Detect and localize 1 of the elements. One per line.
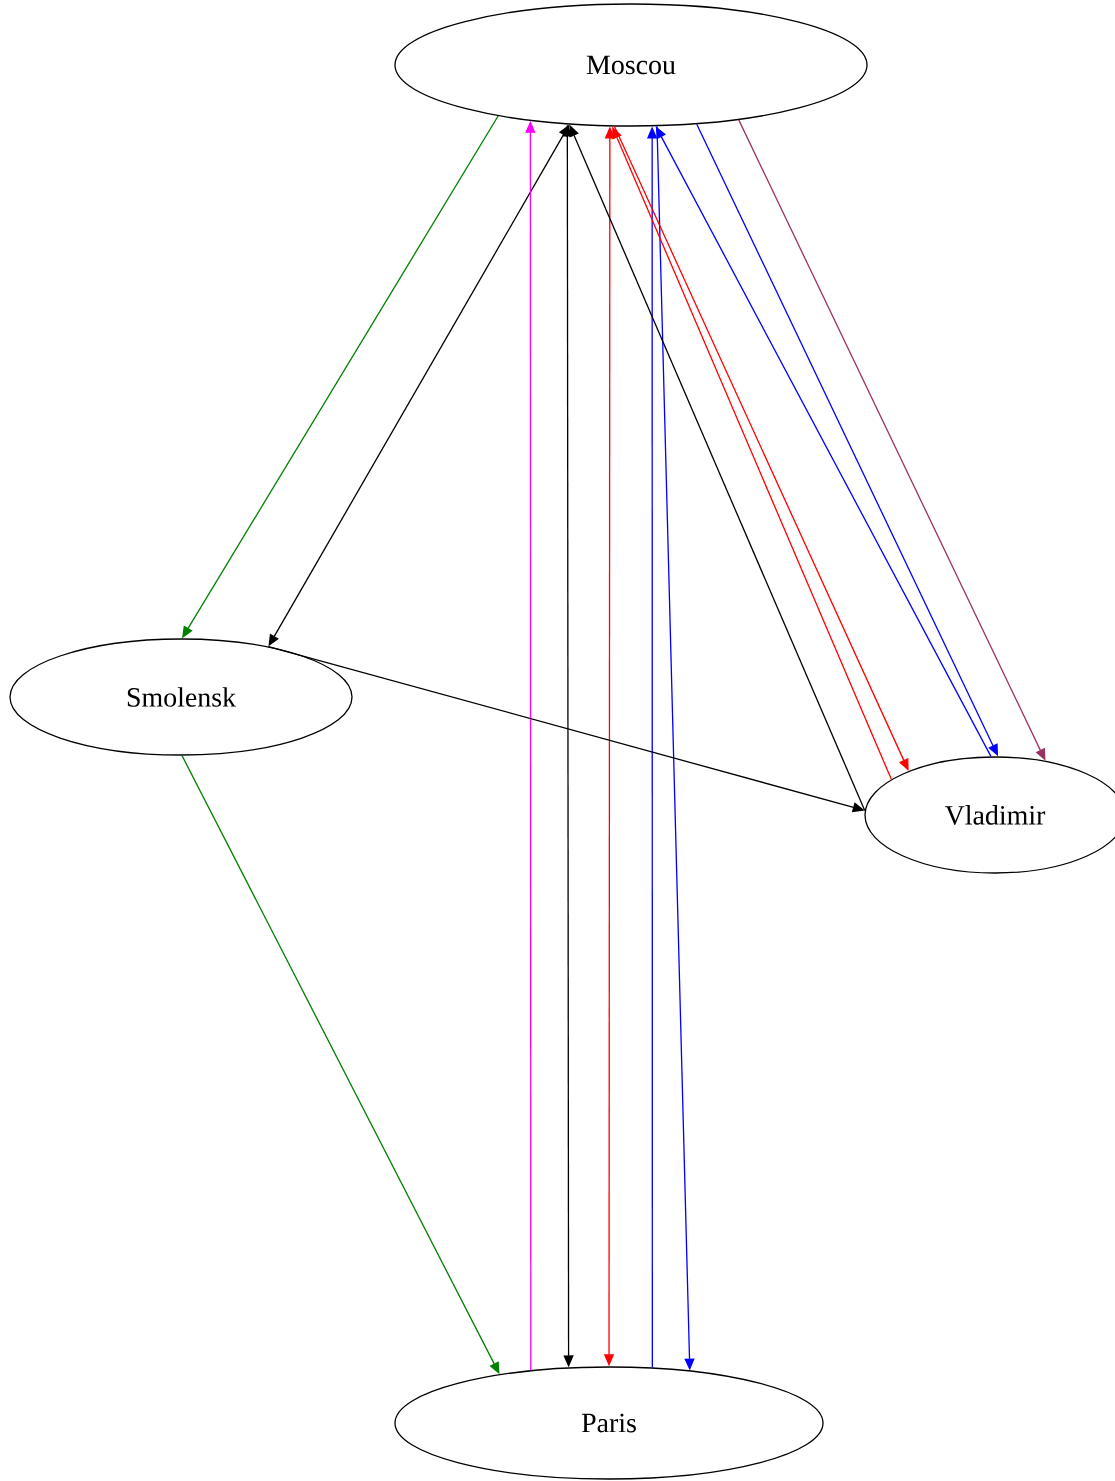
arrow: [738, 119, 1046, 761]
